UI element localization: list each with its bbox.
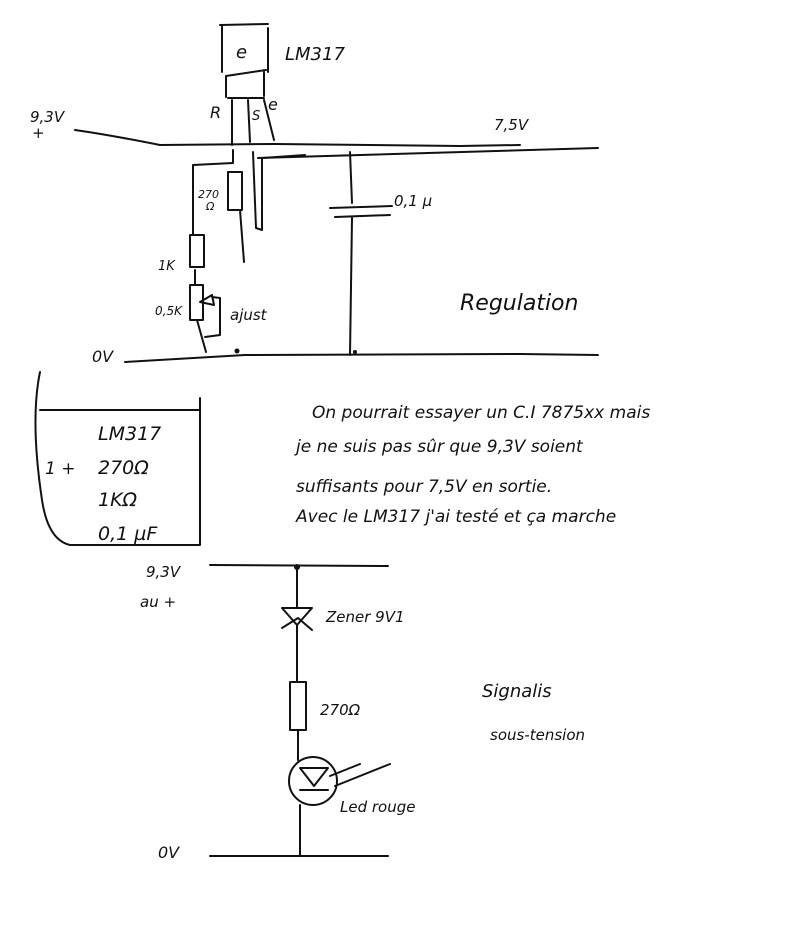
signal-input-voltage: 9,3V bbox=[146, 563, 182, 581]
signal-ground-label: 0V bbox=[158, 843, 180, 862]
resistor-270-unit: Ω bbox=[205, 200, 215, 213]
pin-e: e bbox=[268, 95, 278, 114]
part-cap: 0,1 µF bbox=[98, 523, 158, 545]
note-line-4: Avec le LM317 j'ai testé et ça marche bbox=[295, 507, 616, 527]
output-voltage: 7,5V bbox=[494, 116, 530, 134]
pot-wiper bbox=[196, 294, 221, 353]
signal-title-1: Signalis bbox=[482, 681, 552, 702]
input-voltage: 9,3V bbox=[30, 108, 66, 126]
signal-resistor bbox=[289, 681, 307, 731]
resistor-270-label: 270 bbox=[198, 188, 219, 201]
resistor-1k bbox=[189, 234, 205, 268]
pot-label: ajust bbox=[230, 306, 268, 324]
resistor-270 bbox=[227, 171, 243, 211]
capacitor-label: 0,1 µ bbox=[394, 192, 432, 210]
ground-label: 0V bbox=[92, 347, 114, 366]
capacitor bbox=[329, 151, 393, 356]
signal-input-sub: au + bbox=[140, 593, 176, 611]
zener-label: Zener 9V1 bbox=[325, 608, 405, 626]
zener-diode bbox=[281, 567, 313, 683]
note-line-1: On pourrait essayer un C.I 7875xx mais bbox=[312, 403, 650, 423]
chip-label: LM317 bbox=[285, 44, 345, 65]
adjust-network-wires bbox=[192, 149, 306, 263]
note-line-2: je ne suis pas sûr que 9,3V soient bbox=[294, 437, 584, 457]
led bbox=[288, 756, 338, 806]
pin-r: R bbox=[210, 103, 221, 122]
parts-qty: 1 + bbox=[45, 459, 75, 479]
part-lm317: LM317 bbox=[98, 423, 161, 445]
lm317-regulator: e LM317 R S e bbox=[210, 23, 345, 146]
parts-box bbox=[34, 371, 201, 546]
led-label: Led rouge bbox=[340, 798, 415, 816]
signal-resistor-label: 270Ω bbox=[320, 701, 361, 719]
pin-s: S bbox=[252, 109, 260, 124]
led-symbol bbox=[299, 763, 391, 791]
section-title-regulation: Regulation bbox=[460, 291, 578, 316]
input-rail bbox=[74, 129, 599, 159]
chip-mark: e bbox=[236, 42, 247, 63]
note-line-3: suffisants pour 7,5V en sortie. bbox=[296, 477, 552, 497]
part-1k: 1KΩ bbox=[98, 489, 138, 511]
resistor-1k-label: 1K bbox=[158, 259, 176, 274]
input-plus: + bbox=[32, 124, 45, 142]
part-270: 270Ω bbox=[98, 457, 149, 479]
pot-value: 0,5K bbox=[155, 304, 183, 318]
ground-rail bbox=[124, 353, 599, 363]
signal-title-2: sous-tension bbox=[490, 726, 585, 744]
